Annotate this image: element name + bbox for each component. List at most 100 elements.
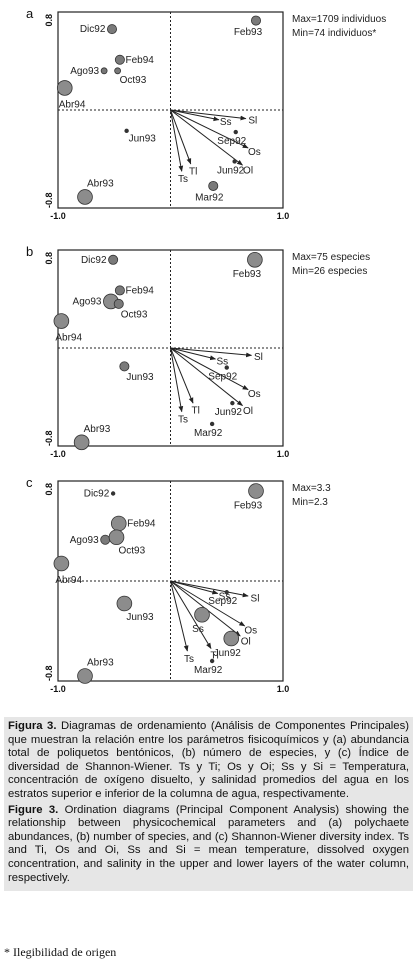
sample-point — [113, 298, 124, 309]
sample-point — [107, 24, 118, 35]
point-label: Mar92 — [194, 665, 223, 676]
point-label: Jun92 — [215, 407, 243, 418]
vector-arrow — [170, 347, 217, 361]
point-label: Sep92 — [208, 371, 237, 382]
point-label: Dic92 — [84, 489, 110, 500]
point-label: Mar92 — [195, 193, 224, 204]
point-label: Feb94 — [127, 519, 156, 530]
caption-spanish-body: Diagramas de ordenamiento (Análisis de C… — [8, 720, 409, 800]
x-left-tick-label: -1.0 — [50, 449, 66, 459]
vector-arrow — [170, 580, 219, 595]
sample-point — [73, 434, 90, 451]
vector-label: Tl — [189, 166, 197, 177]
sample-point — [77, 668, 93, 684]
vector-arrow — [170, 109, 247, 121]
sample-point — [230, 400, 235, 406]
vector-arrow — [170, 580, 249, 598]
vector-arrow — [170, 109, 192, 165]
sample-point — [124, 128, 129, 134]
vector-label: Sl — [254, 352, 263, 363]
point-label: Dic92 — [81, 255, 107, 266]
vector-label: Sl — [248, 115, 257, 126]
caption-english-body: Ordination diagrams (Principal Component… — [8, 803, 409, 884]
vector-label: Os — [244, 626, 257, 637]
point-label: Feb93 — [234, 500, 263, 511]
panel-letter: b — [26, 244, 33, 259]
y-top-tick-label: 0.8 — [44, 483, 54, 496]
point-label: Abr93 — [87, 179, 114, 190]
point-label: Ago93 — [70, 535, 99, 546]
vector-label: Ss — [220, 117, 232, 128]
point-label: Jun93 — [129, 134, 157, 145]
vector-label: Ss — [216, 357, 228, 368]
sample-point — [110, 515, 127, 532]
sample-point — [108, 254, 119, 265]
x-left-tick-label: -1.0 — [50, 211, 66, 221]
vector-arrow — [170, 109, 184, 172]
sample-point — [100, 67, 108, 75]
point-label: Abr94 — [55, 332, 82, 343]
vector-arrow — [170, 109, 249, 149]
vector-arrow — [170, 347, 194, 404]
panel-note: Min=26 especies — [292, 266, 367, 277]
point-label: Dic92 — [80, 24, 106, 35]
point-label: Oct93 — [119, 546, 146, 557]
point-label: Ago93 — [70, 66, 99, 77]
y-bottom-tick-label: -0.8 — [44, 192, 54, 208]
vector-label: Tl — [210, 651, 218, 662]
sample-point — [232, 159, 237, 164]
vector-arrow — [170, 109, 243, 166]
sample-point — [119, 361, 130, 372]
point-label: Jun93 — [126, 372, 154, 383]
point-label: Abr94 — [59, 99, 86, 110]
vector-label: Os — [248, 389, 261, 400]
point-label: Jun92 — [217, 165, 245, 176]
panel-note: Min=2.3 — [292, 497, 328, 508]
sample-point — [223, 630, 240, 647]
y-top-tick-label: 0.8 — [44, 252, 54, 265]
vector-label: Os — [248, 147, 261, 158]
sample-point — [233, 129, 238, 135]
sample-point — [114, 285, 125, 296]
point-label: Oct93 — [121, 310, 148, 321]
y-top-tick-label: 0.8 — [44, 14, 54, 27]
panel-letter: a — [26, 6, 34, 21]
point-label: Oct93 — [120, 75, 147, 86]
sample-point — [56, 80, 73, 96]
sample-point — [53, 313, 70, 329]
vector-arrow — [170, 580, 189, 652]
caption-english: Figure 3. Ordination diagrams (Principal… — [8, 804, 409, 886]
vector-label: Ts — [178, 174, 188, 185]
vector-arrow — [170, 580, 212, 650]
vector-arrow — [170, 347, 249, 391]
sample-point — [208, 180, 219, 191]
point-label: Ss — [192, 624, 204, 635]
sample-point — [248, 483, 264, 499]
caption-spanish-title: Figura 3. — [8, 720, 57, 732]
sample-point — [247, 251, 263, 268]
point-label: Sep92 — [208, 596, 237, 607]
vector-label: Ol — [243, 165, 253, 176]
sample-point — [194, 606, 210, 623]
sample-point — [224, 365, 229, 370]
sample-point — [209, 421, 215, 427]
point-label: Feb93 — [234, 27, 263, 38]
x-left-tick-label: -1.0 — [50, 684, 66, 694]
point-label: Ago93 — [73, 296, 102, 307]
x-right-tick-label: 1.0 — [277, 684, 290, 694]
point-label: Jun92 — [214, 648, 242, 659]
point-label: Feb94 — [125, 285, 154, 296]
panel-letter: c — [26, 475, 33, 490]
sample-point — [100, 534, 111, 545]
sample-point — [114, 54, 125, 65]
caption-english-title: Figure 3. — [8, 803, 59, 816]
point-label: Abr93 — [84, 424, 111, 435]
panel-note: Max=3.3 — [292, 483, 331, 494]
sample-point — [110, 491, 116, 496]
vector-arrow — [170, 347, 184, 413]
sample-point — [108, 529, 125, 546]
